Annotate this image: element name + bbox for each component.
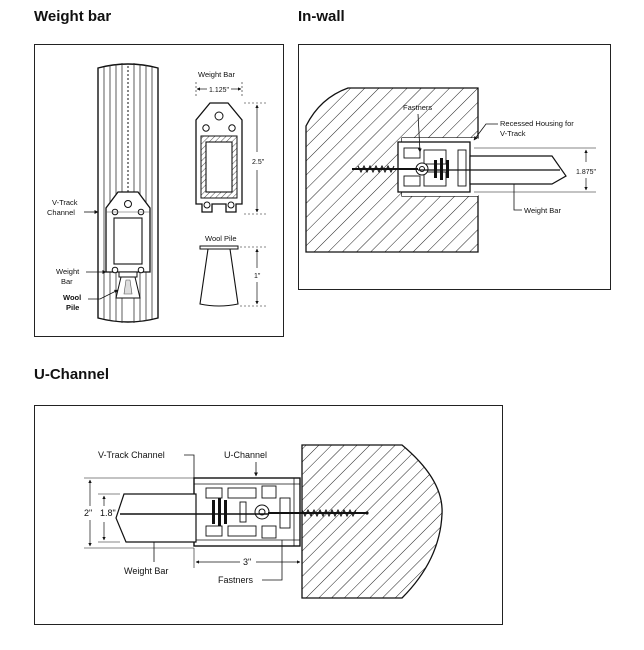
dim-height-wool-pile: 1" xyxy=(254,273,261,280)
recessed-housing xyxy=(397,141,471,193)
label-pile: Pile xyxy=(66,303,79,312)
label-in-wall-weight-bar: Weight Bar xyxy=(524,206,561,215)
label-u-channel-fastners: Fastners xyxy=(218,575,254,585)
label-channel: Channel xyxy=(47,208,75,217)
dim-u-channel-width: 3" xyxy=(243,557,251,567)
label-v-track-channel: V-Track Channel xyxy=(98,450,165,460)
weight-bar-insert xyxy=(105,191,151,299)
weight-bar-section-title: Weight Bar xyxy=(198,70,235,79)
u-channel-heading: U-Channel xyxy=(34,366,109,383)
wool-pile-section xyxy=(199,245,239,307)
weight-bar-drawing: V-Track Channel Weight Bar Wool Pile Wei… xyxy=(47,63,266,323)
leader-recessed-housing xyxy=(473,123,498,141)
dim-height-in-wall: 1.875" xyxy=(576,169,597,176)
dim-outer-height: 2" xyxy=(84,508,92,518)
label-recessed-housing: Recessed Housing for xyxy=(500,119,574,128)
leader-v-track-channel xyxy=(184,454,195,478)
leader-fastners xyxy=(417,113,422,153)
leader-wool-pile xyxy=(88,289,119,300)
dim-height-weight-bar: 2.5" xyxy=(252,159,265,166)
label-weight: Weight xyxy=(56,267,80,276)
label-recessed-housing-2: V-Track xyxy=(500,129,526,138)
u-channel-screw xyxy=(268,508,369,518)
in-wall-heading: In-wall xyxy=(298,8,345,25)
in-wall-weight-bar xyxy=(418,155,567,185)
label-u-channel: U-Channel xyxy=(224,450,267,460)
wool-pile-title: Wool Pile xyxy=(205,234,237,243)
weight-bar-section xyxy=(195,102,243,213)
leader-u-channel-fastners xyxy=(262,540,283,581)
leader-in-wall-weight-bar xyxy=(513,184,522,211)
label-bar: Bar xyxy=(61,277,73,286)
dim-width-weight-bar: 1.125" xyxy=(209,87,230,94)
u-channel-weight-bar xyxy=(115,493,268,543)
u-channel-wall xyxy=(301,444,443,599)
label-wool: Wool xyxy=(63,293,81,302)
in-wall-drawing: Fastners Recessed Housing for V-Track 1.… xyxy=(305,87,597,253)
label-v-track: V-Track xyxy=(52,198,78,207)
weight-bar-heading: Weight bar xyxy=(34,8,112,25)
label-fastners: Fastners xyxy=(403,103,432,112)
label-u-channel-weight-bar: Weight Bar xyxy=(124,566,168,576)
u-channel-drawing: V-Track Channel U-Channel 2" 1.8" Weight… xyxy=(84,444,443,599)
in-wall-screw xyxy=(352,164,418,174)
dim-inner-height: 1.8" xyxy=(100,508,116,518)
